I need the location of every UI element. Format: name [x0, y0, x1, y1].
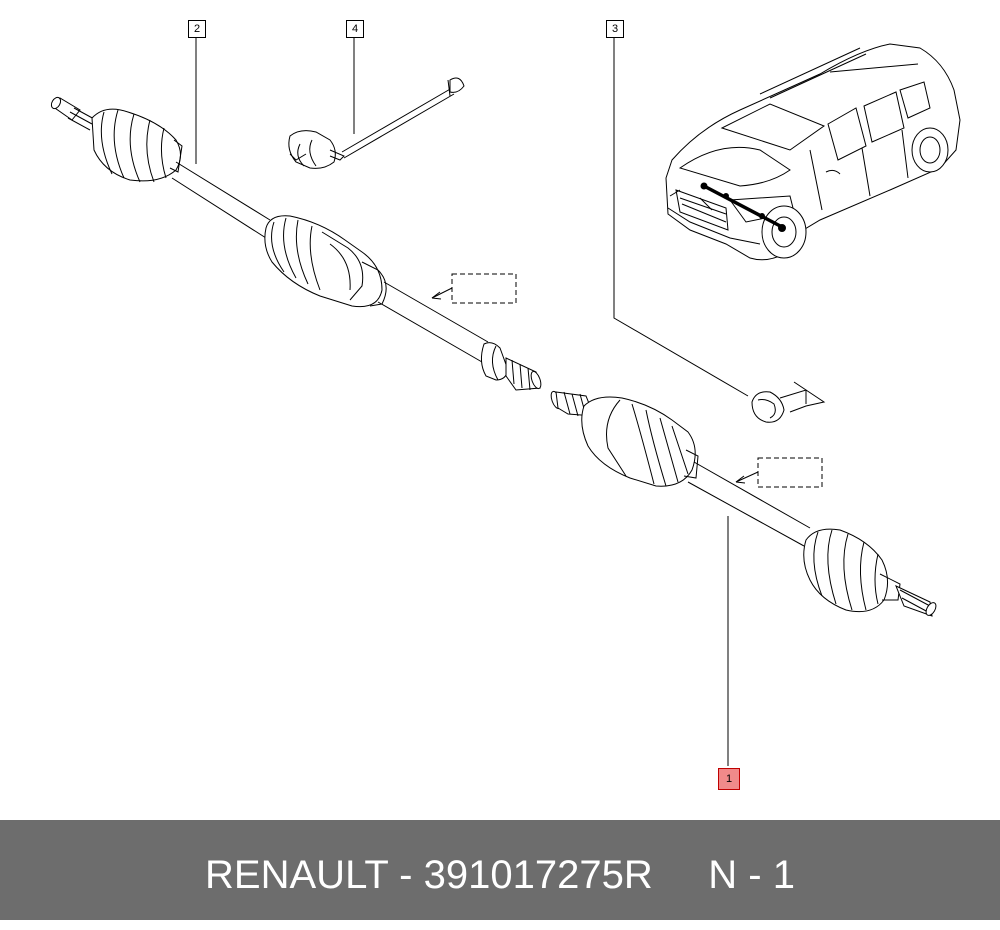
abs-sensor-harness [288, 77, 465, 169]
center-shaft-left [377, 281, 542, 391]
parts-diagram: 2 4 3 1 [50, 20, 961, 790]
leader-part-3 [613, 38, 749, 397]
left-drive-shaft-bar [171, 161, 271, 239]
callout-part-4: 4 [346, 20, 364, 38]
callout-part-3: 3 [606, 20, 624, 38]
right-inner-joint [581, 396, 699, 487]
left-inner-joint [264, 215, 387, 308]
shaft-clip-bracket [751, 381, 826, 423]
part-number-footer: RENAULT - 391017275R N - 1 [0, 820, 1000, 920]
reference-leader-upper [431, 287, 453, 299]
part-number-text: RENAULT - 391017275R N - 1 [205, 853, 795, 897]
vehicle-illustration [665, 43, 961, 261]
callout-part-1-highlighted: 1 [718, 768, 740, 790]
reference-box-upper [451, 273, 517, 304]
reference-leader-lower [735, 471, 759, 483]
center-shaft-right [687, 461, 811, 547]
callout-part-2: 2 [188, 20, 206, 38]
leader-lines [195, 38, 749, 766]
left-outer-joint [50, 96, 183, 183]
right-outer-joint [803, 528, 937, 617]
exploded-view-drawing [50, 38, 961, 766]
reference-box-lower [757, 457, 823, 488]
